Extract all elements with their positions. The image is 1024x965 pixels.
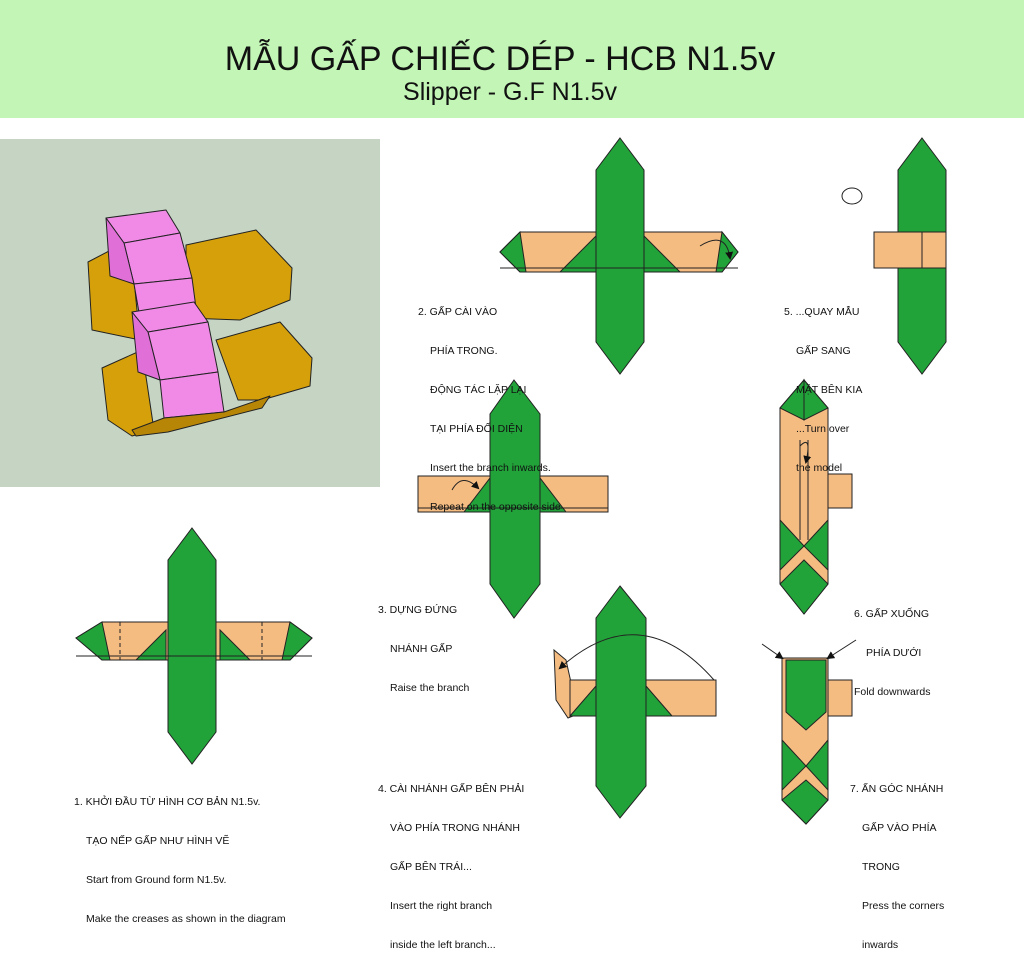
step-2-en1: Insert the branch inwards. <box>430 462 551 474</box>
step-5-en1: ...Turn over <box>796 423 850 435</box>
step-2-caption: 2. GẤP CÀI VÀO PHÍA TRONG. ĐỘNG TÁC LẶP … <box>418 280 561 527</box>
step-5-vn3: MẶT BÊN KIA <box>796 384 863 396</box>
step-7-en1: Press the corners <box>862 900 945 912</box>
step-2-vn1: 2. GẤP CÀI VÀO <box>418 306 498 318</box>
step-2-en2: Repeat on the opposite side <box>430 501 561 513</box>
step-7-orange-flap <box>827 679 853 717</box>
step-4-vn1: 4. CÀI NHÁNH GẤP BÊN PHẢI <box>378 783 525 795</box>
step-5-diagram <box>841 137 947 375</box>
step-7-diagram <box>761 639 857 825</box>
page-subtitle: Slipper - G.F N1.5v <box>403 78 617 106</box>
step-6-caption: 6. GẤP XUỐNG PHÍA DƯỚI Fold downwards <box>854 582 930 712</box>
step-1-green-right-triangle <box>219 628 252 661</box>
step-1-en2: Make the creases as shown in the diagram <box>86 913 286 925</box>
step-4-diagram <box>553 585 717 819</box>
step-7-green-top <box>785 659 827 731</box>
step-5-orange-band <box>873 231 947 269</box>
step-2-vn3: ĐỘNG TÁC LẶP LẠI <box>430 384 527 396</box>
step-7-green-bottom <box>781 779 829 825</box>
step-1-caption: 1. KHỞI ĐẦU TỪ HÌNH CƠ BẢN N1.5v. TẠO NẾ… <box>74 770 286 939</box>
step-6-green-mid-left <box>779 518 805 572</box>
step-5-en2: the model <box>796 462 843 474</box>
step-3-vn2: NHÁNH GẤP <box>390 643 453 655</box>
slipper-front-sole-base <box>131 395 271 437</box>
step-6-green-mid-right <box>803 518 829 572</box>
step-2-green-column <box>595 137 645 375</box>
step-2-diagram <box>499 137 739 375</box>
header-banner <box>0 0 1024 118</box>
step-6-vn2: PHÍA DƯỚI <box>866 647 922 659</box>
step-1-green-left-tip <box>75 621 111 661</box>
step-3-green-column <box>489 379 541 619</box>
step-7-green-mid-right <box>805 738 829 792</box>
step-3-en1: Raise the branch <box>390 682 470 694</box>
step-1-en1: Start from Ground form N1.5v. <box>86 874 227 886</box>
step-7-vn3: TRONG <box>862 861 900 873</box>
step-4-green-column <box>595 585 647 819</box>
slipper-front-sole-right <box>215 321 313 401</box>
page-title: MẪU GẤP CHIẾC DÉP - HCB N1.5v <box>224 40 776 78</box>
step-3-caption: 3. DỰNG ĐỨNG NHÁNH GẤP Raise the branch <box>378 578 469 708</box>
step-7-vn1: 7. ẤN GÓC NHÁNH <box>850 783 944 795</box>
slipper-back-sole-right <box>185 229 293 321</box>
step-5-caption: 5. ...QUAY MẪU GẤP SANG MẶT BÊN KIA ...T… <box>784 280 862 488</box>
step-7-en2: inwards <box>862 939 899 951</box>
step-6-green-bottom <box>779 559 829 615</box>
step-4-en1: Insert the right branch <box>390 900 493 912</box>
step-6-orange-flap <box>827 473 853 509</box>
step-1-diagram <box>75 527 313 765</box>
slipper-front-strap-lower <box>159 371 225 419</box>
step-6-green-top-right <box>803 378 829 421</box>
step-6-diagram <box>779 378 853 615</box>
step-4-vn3: GẤP BÊN TRÁI... <box>390 861 472 873</box>
step-6-en1: Fold downwards <box>854 686 931 698</box>
step-1-green-left-triangle <box>134 628 167 661</box>
step-7-green-mid-left <box>781 738 807 792</box>
step-1-green-right-tip <box>281 621 313 661</box>
turn-over-icon <box>841 187 863 205</box>
step-4-vn2: VÀO PHÍA TRONG NHÁNH <box>390 822 520 834</box>
step-2-green-left-tip <box>499 230 527 273</box>
step-4-caption: 4. CÀI NHÁNH GẤP BÊN PHẢI VÀO PHÍA TRONG… <box>378 757 524 965</box>
step-5-vn2: GẤP SANG <box>796 345 851 357</box>
step-7-vn2: GẤP VÀO PHÍA <box>862 822 937 834</box>
step-7-caption: 7. ẤN GÓC NHÁNH GẤP VÀO PHÍA TRONG Press… <box>850 757 944 965</box>
step-1-green-column <box>167 527 217 765</box>
step-3-diagram <box>417 379 609 619</box>
step-1-vn1: 1. KHỞI ĐẦU TỪ HÌNH CƠ BẢN N1.5v. <box>74 796 261 808</box>
step-2-vn4: TẠI PHÍA ĐỐI DIỆN <box>430 423 523 435</box>
step-3-vn1: 3. DỰNG ĐỨNG <box>378 604 458 616</box>
step-4-en2: inside the left branch... <box>390 939 496 951</box>
step-5-vn1: 5. ...QUAY MẪU <box>784 306 860 318</box>
diagram-canvas <box>75 137 947 825</box>
finished-slipper-model <box>87 209 313 437</box>
step-6-vn1: 6. GẤP XUỐNG <box>854 608 930 620</box>
slipper-front-strap-front <box>147 321 219 381</box>
step-2-vn2: PHÍA TRONG. <box>430 345 498 357</box>
step-1-vn2: TẠO NẾP GẤP NHƯ HÌNH VẼ <box>86 835 230 847</box>
